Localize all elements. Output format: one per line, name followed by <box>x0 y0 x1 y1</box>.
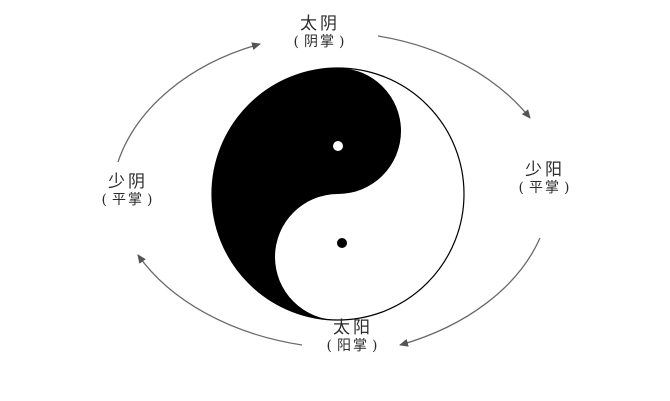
label-tai-yin: 太阴 (阴掌) <box>275 14 365 51</box>
label-shao-yang-sub: (平掌) <box>518 180 572 197</box>
label-tai-yang: 太阳 (阳掌) <box>305 318 401 355</box>
label-shao-yang-name: 少阳 <box>525 160 565 180</box>
label-tai-yin-name: 太阴 <box>300 14 340 34</box>
yin-eye-dot <box>337 238 347 248</box>
yin-half <box>212 68 401 320</box>
cycle-arc-bottom-left <box>137 254 303 346</box>
cycle-arc-right-bottom <box>399 237 541 347</box>
label-tai-yang-name: 太阳 <box>333 318 373 338</box>
label-shao-yin-sub: (平掌) <box>101 192 155 209</box>
label-tai-yang-sub: (阳掌) <box>326 338 380 355</box>
label-shao-yin-name: 少阴 <box>108 172 148 192</box>
cycle-arc-top-right <box>377 35 531 119</box>
label-shao-yin: 少阴 (平掌) <box>78 172 178 209</box>
label-shao-yang: 少阳 (平掌) <box>498 160 592 197</box>
yang-eye-dot <box>333 141 343 151</box>
cycle-arc-left-top <box>117 42 261 163</box>
label-tai-yin-sub: (阴掌) <box>293 34 347 51</box>
yin-yang-symbol <box>211 67 465 321</box>
